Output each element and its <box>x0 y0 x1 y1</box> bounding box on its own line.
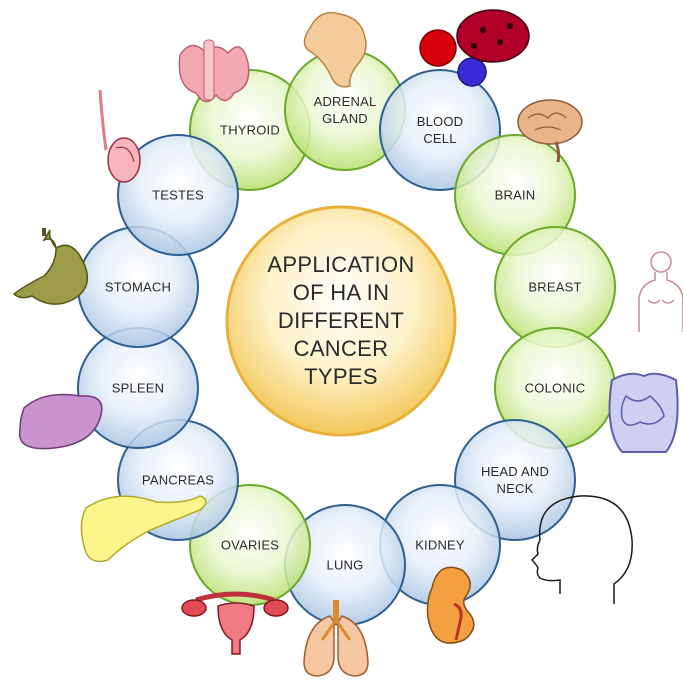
node-label-line: BLOOD <box>385 113 495 130</box>
center-title-line: DIFFERENT <box>278 307 404 335</box>
node-label-line: NECK <box>460 480 570 497</box>
node-label-line: ADRENAL <box>290 93 400 110</box>
testes-icon <box>100 90 140 182</box>
node-label-line: KIDNEY <box>385 537 495 554</box>
node-label-lung: LUNG <box>290 557 400 574</box>
node-label-pancreas: PANCREAS <box>123 472 233 489</box>
node-label-line: THYROID <box>195 122 305 139</box>
spleen-icon <box>20 395 102 449</box>
node-label-line: TESTES <box>123 187 233 204</box>
node-label-line: PANCREAS <box>123 472 233 489</box>
node-label-line: BREAST <box>500 279 610 296</box>
breast-icon <box>639 252 683 332</box>
node-label-line: CELL <box>385 130 495 147</box>
node-label-testes: TESTES <box>123 187 233 204</box>
node-label-stomach: STOMACH <box>83 279 193 296</box>
node-label-thyroid: THYROID <box>195 122 305 139</box>
node-label-brain: BRAIN <box>460 187 570 204</box>
node-label-line: GLAND <box>290 110 400 127</box>
node-label-line: BRAIN <box>460 187 570 204</box>
node-label-line: HEAD AND <box>460 463 570 480</box>
node-label-line: COLONIC <box>500 380 610 397</box>
node-label-line: STOMACH <box>83 279 193 296</box>
center-title: APPLICATION OF HA IN DIFFERENT CANCER TY… <box>226 206 456 436</box>
center-title-line: TYPES <box>304 363 378 391</box>
node-label-colonic: COLONIC <box>500 380 610 397</box>
stomach-icon <box>14 228 87 304</box>
center-title-line: CANCER <box>294 335 389 363</box>
node-label-line: SPLEEN <box>83 380 193 397</box>
kidney-icon <box>428 567 474 643</box>
node-label-line: OVARIES <box>195 537 305 554</box>
colon-icon <box>610 374 678 452</box>
node-label-line: LUNG <box>290 557 400 574</box>
node-label-spleen: SPLEEN <box>83 380 193 397</box>
ovaries-icon <box>182 594 288 654</box>
center-title-line: APPLICATION <box>267 251 414 279</box>
node-label-breast: BREAST <box>500 279 610 296</box>
node-label-ovaries: OVARIES <box>195 537 305 554</box>
center-title-line: OF HA IN <box>293 279 390 307</box>
node-label-kidney: KIDNEY <box>385 537 495 554</box>
